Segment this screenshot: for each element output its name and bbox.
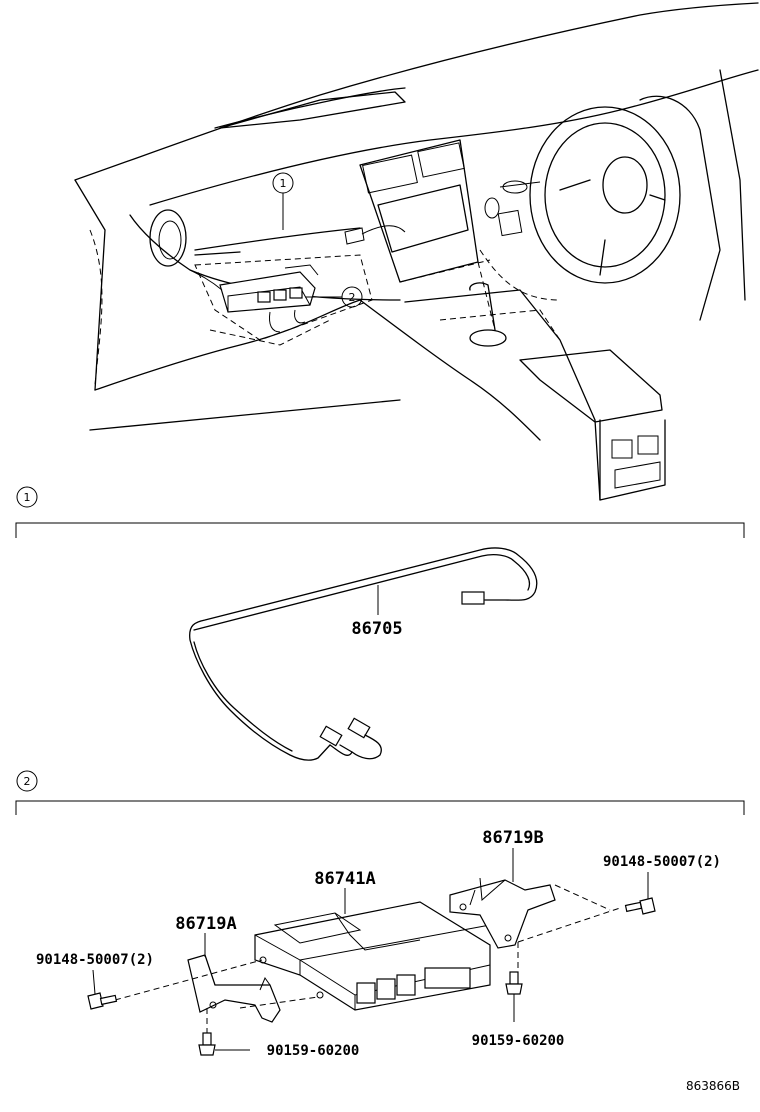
bolt-icon: [624, 897, 656, 915]
callout-2: 2: [305, 286, 363, 308]
ecu-86741A: [254, 901, 491, 1011]
part-number-86705: 86705: [351, 619, 402, 639]
connector-socket: [356, 982, 376, 1004]
part-number-90148-50007-left: 90148-50007(2): [36, 952, 154, 968]
part-number-90159-60200-right: 90159-60200: [472, 1033, 565, 1049]
connector-icon: [347, 717, 371, 739]
part-number-90148-50007-right: 90148-50007(2): [603, 854, 721, 870]
part-number-86741A: 86741A: [314, 869, 375, 889]
callout-1-number: 1: [280, 177, 287, 190]
section-1: 1 86705: [15, 486, 745, 761]
section-2-bracket: [15, 800, 745, 815]
part-number-86719B: 86719B: [482, 828, 543, 848]
bracket-86719B: [449, 877, 556, 949]
screw-icon: [198, 1032, 216, 1056]
bolt-icon: [87, 992, 118, 1010]
section-2-marker: 2: [24, 775, 31, 788]
bracket-86719A: [187, 954, 281, 1023]
diagram-code: 863866B: [686, 1079, 740, 1093]
screw-icon: [505, 971, 523, 995]
section-1-bracket: [15, 522, 745, 538]
connector-icon: [319, 725, 343, 747]
wire-harness-86705: [189, 547, 538, 761]
part-number-90159-60200-left: 90159-60200: [267, 1043, 360, 1059]
callout-1: 1: [272, 172, 294, 230]
part-number-86719A: 86719A: [175, 914, 236, 934]
connector-icon: [461, 591, 485, 605]
section-1-marker: 1: [24, 491, 31, 504]
callout-2-number: 2: [349, 291, 356, 304]
dashboard-overview: [74, 2, 759, 501]
section-2: 2 86741A 86719B: [15, 770, 745, 1059]
